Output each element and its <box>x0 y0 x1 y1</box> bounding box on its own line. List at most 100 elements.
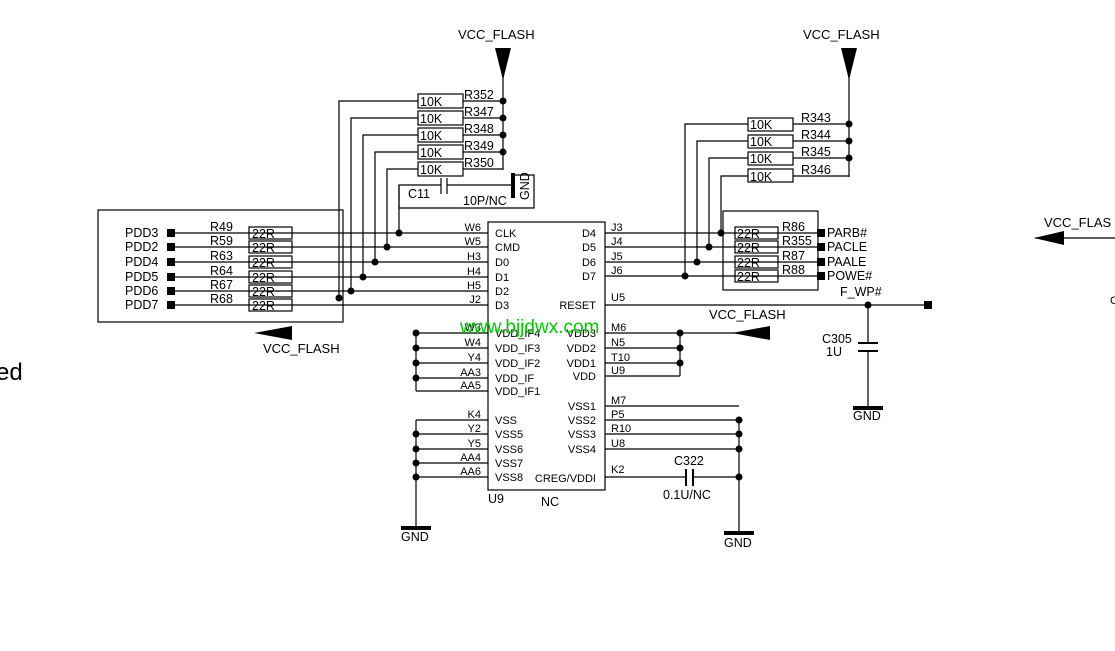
ic-pin-label: VSS4 <box>568 444 596 456</box>
ic-ball-label: W3 <box>465 322 482 334</box>
left-pullup-ref: R352 <box>464 88 494 102</box>
pdd-net-label: PDD7 <box>125 298 158 312</box>
ic-ball-label: AA4 <box>460 452 481 464</box>
right-pullup-value: 10K <box>750 135 773 149</box>
series-resistor-value: 22R <box>252 285 275 299</box>
series-resistor-ref: R64 <box>210 264 233 278</box>
ic-creg-pin: CREG/VDDI <box>535 473 596 485</box>
ic-pin-label: D7 <box>582 271 596 283</box>
ic-ball-label: Y2 <box>468 423 481 435</box>
ic-pin-label: VDD1 <box>567 358 596 370</box>
ic-ball-label: J4 <box>611 236 623 248</box>
series-resistor-value: 22R <box>737 256 760 270</box>
ic-ball-label: U9 <box>611 365 625 377</box>
ic-ball-label: J5 <box>611 251 623 263</box>
ic-pin-label: CMD <box>495 242 520 254</box>
ic-ball-label: J6 <box>611 265 623 277</box>
series-resistor-ref: R88 <box>782 263 805 277</box>
gnd-label: GND <box>853 409 881 423</box>
ic-pin-label: CLK <box>495 228 517 240</box>
c11-gnd-label: GND <box>518 172 532 200</box>
series-resistor-ref: R355 <box>782 234 812 248</box>
pdd-net-label: PDD6 <box>125 284 158 298</box>
series-resistor-ref: R49 <box>210 220 233 234</box>
right-pullup-value: 10K <box>750 170 773 184</box>
ic-ball-label: AA3 <box>460 367 481 379</box>
ic-pin-label: VDD_IF2 <box>495 358 540 370</box>
ic-ball-label: J2 <box>469 294 481 306</box>
c305-ref: C305 <box>822 332 852 346</box>
series-resistor-value: 22R <box>737 270 760 284</box>
vcc-flash-label-left: VCC_FLASH <box>458 27 535 42</box>
left-pullup-ref: R348 <box>464 122 494 136</box>
ic-pin-label: VDD_IF4 <box>495 328 540 340</box>
vcc-flash-label-bottom-left: VCC_FLASH <box>263 341 340 356</box>
vcc-flash-label-right: VCC_FLASH <box>803 27 880 42</box>
series-resistor-value: 22R <box>252 299 275 313</box>
ic-pin-label: D6 <box>582 257 596 269</box>
left-pullup-ref: R350 <box>464 156 494 170</box>
ic-ball-label: H3 <box>467 251 481 263</box>
right-pullup-ref: R343 <box>801 111 831 125</box>
ic-ball-label: AA6 <box>460 466 481 478</box>
ic-pin-label: VSS2 <box>568 415 596 427</box>
ic-pin-label: VSS7 <box>495 458 523 470</box>
series-resistor-ref: R59 <box>210 234 233 248</box>
ic-ball-label: H4 <box>467 266 481 278</box>
series-resistor-value: 22R <box>252 256 275 270</box>
left-pullup-value: 10K <box>420 163 443 177</box>
ic-pin-label: VSS5 <box>495 429 523 441</box>
right-pullup-value: 10K <box>750 152 773 166</box>
net-label: PAALE <box>827 255 866 269</box>
ic-ball-label: J3 <box>611 222 623 234</box>
ic-ball-label: W5 <box>465 236 482 248</box>
ic-pin-label: D0 <box>495 257 509 269</box>
pdd-net-label: PDD2 <box>125 240 158 254</box>
partial-text-left: ed <box>0 359 23 386</box>
partial-text-right: C <box>1110 295 1115 307</box>
left-pullup-ref: R347 <box>464 105 494 119</box>
ic-nc-label: NC <box>541 495 559 509</box>
series-resistor-ref: R87 <box>782 249 805 263</box>
series-resistor-ref: R68 <box>210 292 233 306</box>
left-pullup-value: 10K <box>420 112 443 126</box>
ic-ball-label: W6 <box>465 222 482 234</box>
ic-ball-label: W4 <box>465 337 482 349</box>
ic-ball-label: N5 <box>611 337 625 349</box>
ic-ball-label: Y5 <box>468 438 481 450</box>
left-pullup-ref: R349 <box>464 139 494 153</box>
ic-ball-label: M6 <box>611 322 626 334</box>
ic-pin-label: VDD_IF3 <box>495 343 540 355</box>
ic-pin-label: VDD3 <box>567 328 596 340</box>
gnd-label: GND <box>724 536 752 550</box>
pdd-net-label: PDD4 <box>125 255 158 269</box>
net-label: PACLE <box>827 240 867 254</box>
series-resistor-value: 22R <box>252 227 275 241</box>
watermark-text: www.bjjdwx.com <box>459 317 599 338</box>
left-pullup-value: 10K <box>420 146 443 160</box>
ic-pin-label: VSS <box>495 415 517 427</box>
ic-pin-label: D5 <box>582 242 596 254</box>
series-resistor-ref: R63 <box>210 249 233 263</box>
ic-ball-label: Y4 <box>468 352 481 364</box>
right-pullup-ref: R344 <box>801 128 831 142</box>
left-pullup-value: 10K <box>420 129 443 143</box>
ic-pin-label: D2 <box>495 286 509 298</box>
ic-pin-label: D4 <box>582 228 596 240</box>
series-resistor-ref: R67 <box>210 278 233 292</box>
c305-value: 1U <box>826 345 842 359</box>
ic-pin-label: VSS6 <box>495 444 523 456</box>
ic-ball-label: R10 <box>611 423 631 435</box>
gnd-label: GND <box>401 530 429 544</box>
ic-ball-label: M7 <box>611 395 626 407</box>
c322-value: 0.1U/NC <box>663 488 711 502</box>
c322-ref: C322 <box>674 454 704 468</box>
right-pullup-ref: R345 <box>801 145 831 159</box>
vcc-flash-label-far-right: VCC_FLAS <box>1044 215 1112 230</box>
ic-pin-label: VDD2 <box>567 343 596 355</box>
right-pullup-ref: R346 <box>801 163 831 177</box>
ic-ball-label: H5 <box>467 280 481 292</box>
